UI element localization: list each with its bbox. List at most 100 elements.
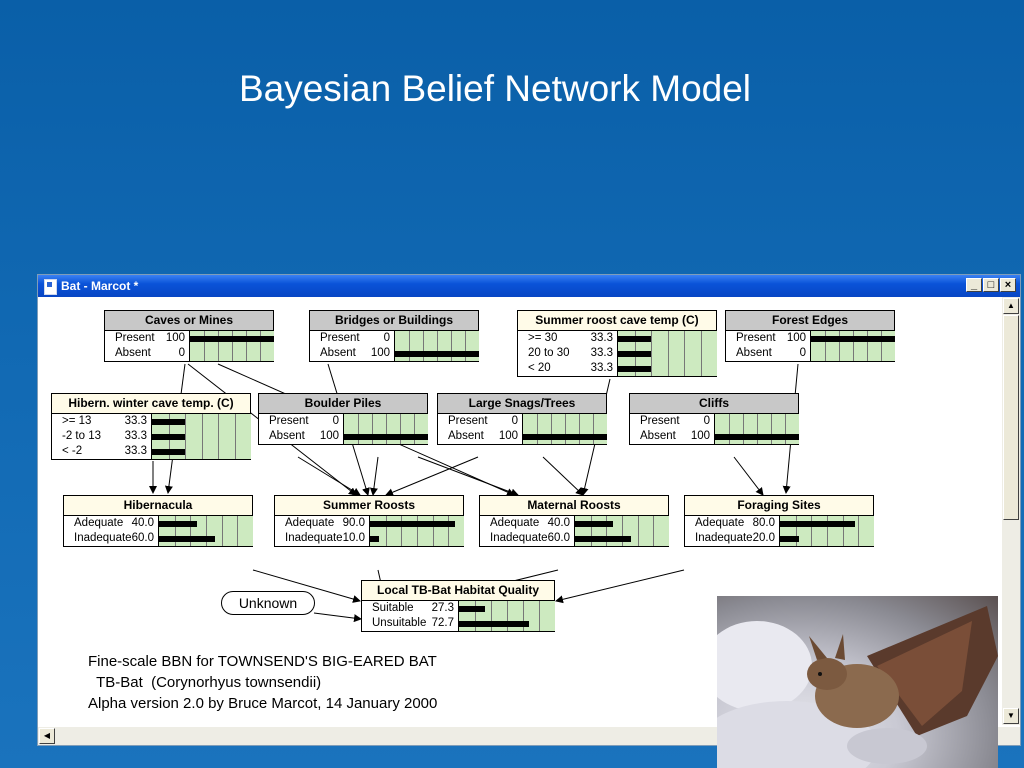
bar-gridline xyxy=(409,331,410,361)
belief-bar xyxy=(575,536,631,542)
window-titlebar[interactable]: Bat - Marcot * _ □ × xyxy=(38,275,1020,297)
belief-bar-area xyxy=(458,601,555,631)
bar-gridline xyxy=(638,516,639,546)
node-title: Large Snags/Trees xyxy=(438,394,606,414)
bar-gridline xyxy=(185,414,186,459)
state-name: Inadequate xyxy=(285,532,343,544)
state-name: 20 to 30 xyxy=(528,347,570,359)
bar-gridline xyxy=(729,414,730,444)
bar-gridline xyxy=(202,414,203,459)
bar-gridline xyxy=(606,516,607,546)
belief-bar xyxy=(523,434,607,440)
link-snags-maternal xyxy=(542,456,584,496)
state-value: 40.0 xyxy=(547,517,570,529)
state-value: 33.3 xyxy=(124,430,147,442)
state-value: 33.3 xyxy=(124,415,147,427)
state-name: Adequate xyxy=(74,517,124,529)
state-value: 0 xyxy=(383,332,390,344)
belief-bar xyxy=(370,521,455,527)
belief-bar-area xyxy=(522,414,607,444)
node-title: Summer roost cave temp (C) xyxy=(518,311,716,331)
bar-gridline xyxy=(651,331,652,376)
bar-gridline xyxy=(757,414,758,444)
node-title: Summer Roosts xyxy=(275,496,463,516)
vertical-scroll-thumb[interactable] xyxy=(1003,315,1019,520)
scroll-up-arrow-icon[interactable]: ▲ xyxy=(1003,298,1019,314)
bar-gridline xyxy=(839,331,840,361)
state-value: 100 xyxy=(370,347,390,359)
vertical-scrollbar[interactable]: ▲ ▼ xyxy=(1002,297,1020,725)
belief-bar xyxy=(370,536,379,542)
belief-bar xyxy=(395,351,479,357)
state-value: 0 xyxy=(511,415,518,427)
state-row[interactable]: Adequate 40.0 xyxy=(480,516,668,531)
unknown-node[interactable]: Unknown xyxy=(221,591,315,615)
belief-bar xyxy=(159,521,197,527)
state-value: 10.0 xyxy=(342,532,365,544)
belief-bar xyxy=(459,606,485,612)
close-button[interactable]: × xyxy=(1000,278,1016,292)
belief-bar-area xyxy=(617,331,717,376)
state-value: 72.7 xyxy=(431,617,454,629)
belief-bar xyxy=(575,521,613,527)
scroll-down-arrow-icon[interactable]: ▼ xyxy=(1003,708,1019,724)
belief-bar xyxy=(618,336,651,342)
scroll-left-arrow-icon[interactable]: ◀ xyxy=(39,728,55,744)
state-name: Adequate xyxy=(490,517,540,529)
link-boulder-maternal xyxy=(417,456,519,497)
bar-gridline xyxy=(551,414,552,444)
maximize-button[interactable]: □ xyxy=(983,278,999,292)
minimize-button[interactable]: _ xyxy=(966,278,982,292)
bar-gridline xyxy=(579,414,580,444)
bar-gridline xyxy=(433,516,434,546)
caption-line-2: TB-Bat (Corynorhyus townsendii) xyxy=(88,674,322,691)
